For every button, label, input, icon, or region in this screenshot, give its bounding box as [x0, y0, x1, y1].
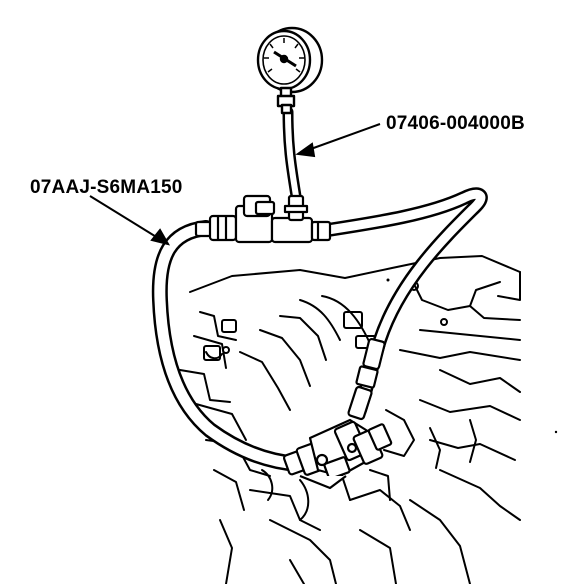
tee-fitting-icon [194, 194, 332, 244]
fuel-rail-connection [282, 338, 393, 490]
hose-leader-arrowhead [150, 228, 171, 246]
gauge-part-number-label: 07406-004000B [386, 113, 525, 134]
callout-arrows [89, 123, 381, 246]
pressure-gauge-icon [256, 26, 324, 115]
gauge-leader-line [307, 123, 381, 151]
gauge-leader-arrowhead [295, 142, 316, 158]
gauge-hose [282, 106, 302, 202]
scan-dots [386, 278, 558, 434]
test-hose-left [151, 220, 306, 472]
hose-part-number-label: 07AAJ-S6MA150 [30, 177, 183, 198]
hose-leader-line [89, 195, 159, 239]
